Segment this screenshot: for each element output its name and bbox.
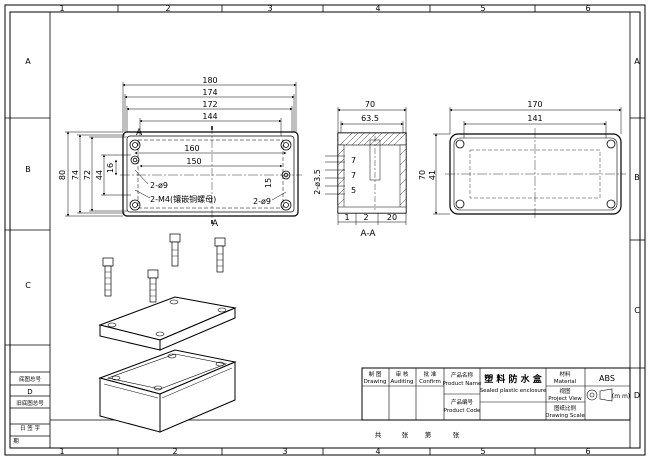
dim-16: 16 [106,163,115,173]
dim-72: 72 [83,170,92,180]
dim-80: 80 [58,170,67,180]
dim-144: 144 [202,112,217,121]
lid-illustration [98,296,237,351]
frame-row-b-left: B [25,165,31,174]
note-holes-b: 2-ø9 [253,197,271,206]
frame-col-5-bottom: 5 [480,447,485,456]
tb-product-name-en: Product Name [443,381,482,387]
side-dim-2: 2 [363,213,368,222]
top-view: 170 141 70 41 [418,100,626,220]
dim-180: 180 [202,76,217,85]
side-table-old-no: 旧底图总号 [16,399,44,407]
frame-col-4-bottom: 4 [375,447,380,456]
dim-174: 174 [202,88,217,97]
frame-row-a-left: A [25,57,31,66]
tb-product-title-cn: 塑 料 防 水 盒 [484,373,543,385]
side-dim-holes: 2-ø3.5 [313,169,322,195]
frame-col-6-top: 6 [585,4,590,13]
section-mark-top: A [136,128,143,138]
side-dim-5: 5 [351,186,356,195]
side-table-period: 期 [13,438,19,445]
side-dim-7a: 7 [351,156,356,165]
projection-symbol-icon [586,388,613,402]
tb-product-title-en: Sealed plastic enclosure [480,388,547,394]
frame-col-6-bottom: 6 [585,447,590,456]
exploded-view-illustration [98,233,237,433]
tb-auditing-cn: 审 核 [396,370,409,378]
tb-material-cn: 材料 [559,370,571,378]
frame-col-2-bottom: 2 [172,447,177,456]
frame-col-4-top: 4 [375,4,380,13]
frame-col-1-top: 1 [59,4,64,13]
screw-illustration [102,233,226,303]
side-table-d: D [27,388,32,396]
tb-scale-en: Drawing Scale [545,413,585,419]
frame-col-5-top: 5 [480,4,485,13]
title-block: 制 图 Drawing 审 核 Auditing 批 准 Confirm 产品名… [361,367,631,439]
side-table: 底图总号 D 旧底图总号 日 签 字 期 [10,371,50,445]
front-view: A A 180 174 172 144 160 150 [58,76,302,229]
tb-footer-total: 共 [375,430,382,439]
tb-drawing-cn: 制 图 [369,370,382,378]
top-dim-141: 141 [527,114,542,123]
tb-confirm-cn: 批 准 [424,370,437,378]
side-dim-20: 20 [387,213,397,222]
side-dim-63-5: 63.5 [361,114,379,123]
tb-scale-cn: 图纸比例 [554,404,577,412]
tb-confirm-en: Confirm [419,379,441,385]
tb-material-en: Material [554,379,577,385]
tb-auditing-en: Auditing [391,379,414,385]
dim-160: 160 [184,144,199,153]
side-dim-7b: 7 [351,171,356,180]
side-table-original-no: 底图总号 [19,375,42,383]
top-dim-170: 170 [527,100,542,109]
frame-row-a-right: A [634,57,640,66]
dim-172: 172 [202,100,217,109]
side-dim-1: 1 [344,213,349,222]
frame-row-b-right: B [634,173,640,182]
frame-col-2-top: 2 [165,4,170,13]
dim-150: 150 [186,157,201,166]
top-dim-70: 70 [418,170,427,180]
tb-product-code-en: Product Code [444,408,481,414]
top-dim-41: 41 [428,170,437,180]
side-dim-70: 70 [365,100,375,109]
tb-footer-number: 第 [425,430,432,439]
side-table-date-sign: 日 签 字 [20,424,40,432]
dim-44: 44 [95,170,104,180]
frame-col-3-bottom: 3 [282,447,287,456]
dim-15: 15 [264,178,273,188]
side-view: 70 63.5 7 7 5 2-ø3.5 1 2 20 A-A [313,100,407,239]
tb-view-cn: 视图 [559,387,571,395]
note-holes-a: 2-ø9 [150,181,168,190]
tb-footer-sheets-a: 张 [402,430,409,439]
frame-col-3-top: 3 [267,4,272,13]
note-thread: 2-M4(镶嵌铜螺母) [150,194,216,204]
tb-drawing-en: Drawing [364,379,387,385]
tb-material-value: ABS [599,374,615,383]
section-label: A-A [360,229,376,239]
tb-product-name-cn: 产品名称 [451,371,474,379]
tb-unit: (m m) [612,393,630,400]
frame-row-d-right: D [634,391,640,400]
dim-74: 74 [71,170,80,180]
frame-row-c-left: C [25,281,31,290]
tb-view-en: Project View [548,396,582,402]
frame-col-1-bottom: 1 [59,447,64,456]
box-illustration [98,349,237,433]
frame-row-c-right: C [634,306,640,315]
section-mark-bottom: A [212,219,219,229]
tb-product-code-cn: 产品编号 [451,398,474,406]
tb-footer-sheets-b: 张 [453,430,460,439]
